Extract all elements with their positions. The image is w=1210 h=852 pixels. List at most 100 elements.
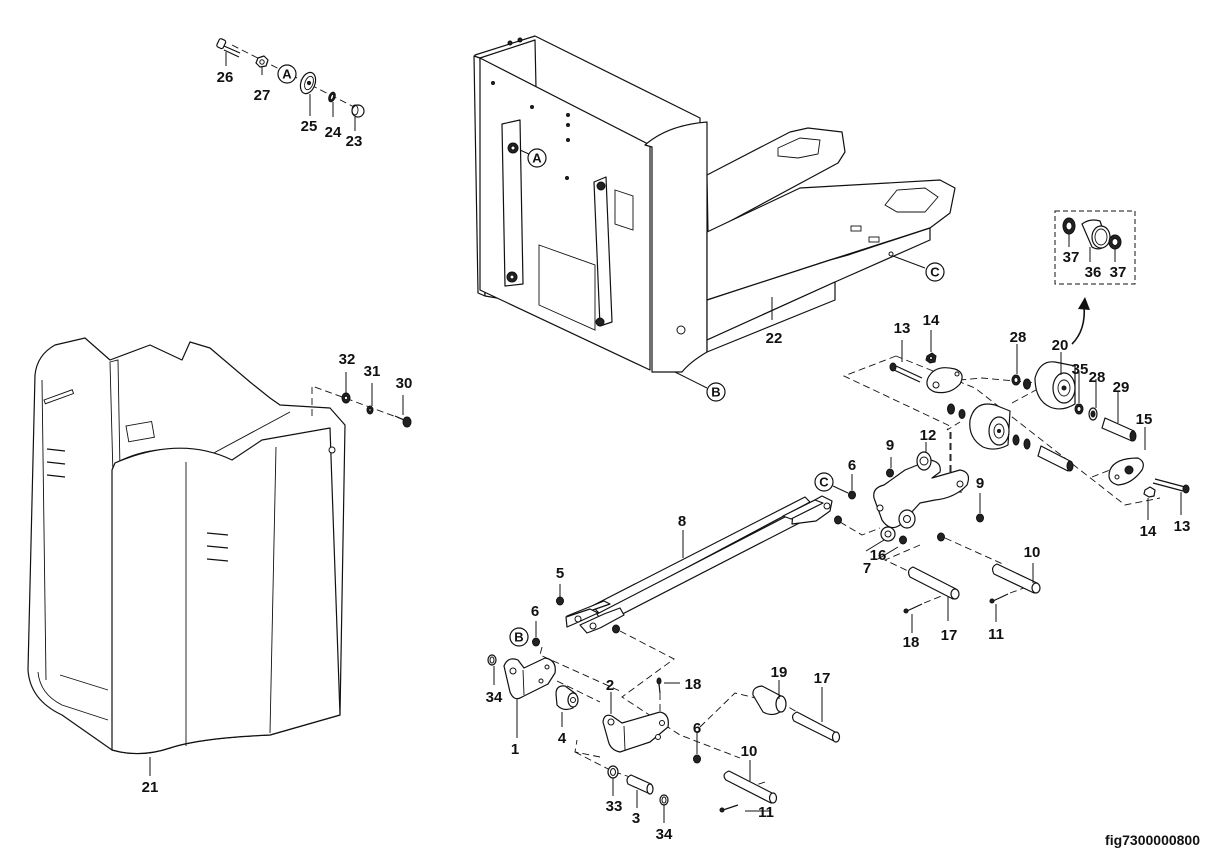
part-10-pin-lower[interactable] [723, 770, 778, 804]
part-37-bearing-left[interactable] [1062, 217, 1076, 235]
part-28-washer-a[interactable] [1011, 374, 1021, 386]
label-part-34-right: 34 [656, 826, 673, 843]
link-pivot[interactable] [898, 509, 916, 529]
part-25-washer[interactable] [298, 70, 319, 95]
label-part-9-right: 9 [976, 475, 984, 492]
label-part-14-lower: 14 [1140, 523, 1157, 540]
part-35-bearing[interactable] [1074, 403, 1084, 415]
wheel-bracket-upper[interactable] [926, 367, 963, 394]
label-part-12: 12 [920, 427, 937, 444]
part-12-link-arm[interactable] [873, 451, 970, 529]
part-13-bolt-upper[interactable] [889, 362, 923, 383]
part-30-screw[interactable] [394, 415, 412, 428]
label-part-20: 20 [1052, 337, 1069, 354]
part-36-roller-sleeve[interactable] [1081, 219, 1111, 250]
part-11-cotter-lower[interactable] [719, 804, 739, 813]
part-14-nut-lower[interactable] [1143, 486, 1156, 498]
label-part-6-lower-right: 6 [693, 720, 701, 737]
label-part-10-upper: 10 [1024, 544, 1041, 561]
part-27-nut[interactable] [255, 55, 269, 68]
reference-marker-c-frame: C [925, 262, 945, 282]
svg-text:C: C [930, 265, 940, 280]
part-29-axle[interactable] [1101, 417, 1137, 442]
label-part-29: 29 [1113, 379, 1130, 396]
label-part-23: 23 [346, 133, 363, 150]
part-6-nut-lower-right[interactable] [693, 754, 701, 764]
part-21-cover[interactable] [27, 337, 346, 776]
reference-marker-b-lower: B [509, 627, 529, 647]
part-6-nut-lower-left[interactable] [532, 637, 540, 647]
part-22-fork-frame[interactable] [473, 35, 956, 373]
cover-vent-slots [46, 448, 229, 562]
part-13-bolt-lower[interactable] [1152, 478, 1190, 494]
part-37-bearing-right[interactable] [1108, 234, 1122, 250]
label-part-13-lower: 13 [1174, 518, 1191, 535]
part-32-washer[interactable] [341, 392, 351, 404]
part-16-bushing[interactable] [880, 526, 896, 542]
seal-ring-upper[interactable] [1023, 378, 1031, 390]
label-part-17-upper: 17 [941, 627, 958, 644]
part-20-load-roller-upper[interactable] [1034, 361, 1076, 410]
wheel-assembly: 13 14 28 20 35 28 29 15 13 14 [842, 312, 1191, 540]
part-26-bolt[interactable] [216, 38, 241, 58]
label-part-9-upper: 9 [886, 437, 894, 454]
part-18-cotter-upper[interactable] [903, 603, 923, 614]
label-part-37-right: 37 [1110, 264, 1127, 281]
label-part-22: 22 [766, 330, 783, 347]
label-part-11-lower: 11 [758, 804, 774, 821]
pins-right: 17 18 10 11 [903, 544, 1041, 651]
part-19-sleeve[interactable] [752, 685, 787, 716]
part-34-circlip-right[interactable] [659, 794, 669, 806]
part-34-circlip-left[interactable] [487, 654, 497, 666]
svg-text:B: B [711, 385, 720, 400]
label-part-7: 7 [863, 560, 871, 577]
label-part-37-left: 37 [1063, 249, 1080, 266]
part-24-circlip[interactable] [327, 91, 336, 103]
label-part-33: 33 [606, 798, 623, 815]
part-17-pin-lower[interactable] [791, 711, 841, 743]
part-4-bushing[interactable] [555, 685, 579, 711]
part-15-bracket-lower[interactable] [1108, 457, 1144, 486]
hardware-group-a: 26 27 25 24 23 A [216, 38, 365, 150]
hardware-group-30-32: 32 31 30 [311, 351, 413, 428]
label-part-14-upper: 14 [923, 312, 940, 329]
arrow-to-inset-icon [1071, 305, 1086, 345]
part-7-washer[interactable] [899, 535, 907, 545]
reference-marker-c-link: C [814, 472, 834, 492]
part-14-nut-upper[interactable] [925, 352, 937, 364]
label-part-10-lower: 10 [741, 743, 758, 760]
part-3-pin[interactable] [626, 774, 654, 795]
svg-text:B: B [514, 630, 523, 645]
lower-roller-set[interactable] [947, 403, 1074, 472]
part-8-draw-bar[interactable] [565, 495, 833, 634]
spacer-nut-bar[interactable] [612, 624, 620, 634]
part-28-washer-b[interactable] [1088, 407, 1098, 421]
part-6-nut-link[interactable] [848, 490, 856, 500]
label-part-31: 31 [364, 363, 381, 380]
label-part-18-upper: 18 [903, 634, 920, 651]
part-33-bushing[interactable] [607, 765, 619, 779]
part-2-bracket[interactable] [602, 711, 669, 753]
part-9-nut-right[interactable] [976, 513, 984, 523]
part-9-nut-upper[interactable] [886, 468, 894, 478]
label-part-26: 26 [217, 69, 234, 86]
label-part-30: 30 [396, 375, 413, 392]
lower-linkage: B 6 34 1 4 2 18 19 17 6 10 11 33 3 34 [486, 603, 841, 843]
part-31-washer[interactable] [366, 405, 374, 415]
spacer-nut-mid[interactable] [834, 515, 842, 525]
part-1-bracket[interactable] [503, 657, 556, 700]
label-part-6-lower-left: 6 [531, 603, 539, 620]
arrowhead-icon [1078, 297, 1090, 310]
label-part-27: 27 [254, 87, 271, 104]
part-23-cap[interactable] [351, 104, 365, 118]
label-part-35: 35 [1072, 361, 1089, 378]
spacer-nut-right[interactable] [937, 532, 945, 542]
label-part-6-link: 6 [848, 457, 856, 474]
part-10-pin-upper[interactable] [991, 563, 1041, 594]
label-part-4: 4 [558, 730, 567, 747]
part-17-pin-upper[interactable] [907, 566, 960, 600]
part-5-nut[interactable] [556, 596, 564, 606]
part-18-cotter-lower[interactable] [656, 677, 662, 694]
part-11-cotter-upper[interactable] [989, 593, 1009, 604]
